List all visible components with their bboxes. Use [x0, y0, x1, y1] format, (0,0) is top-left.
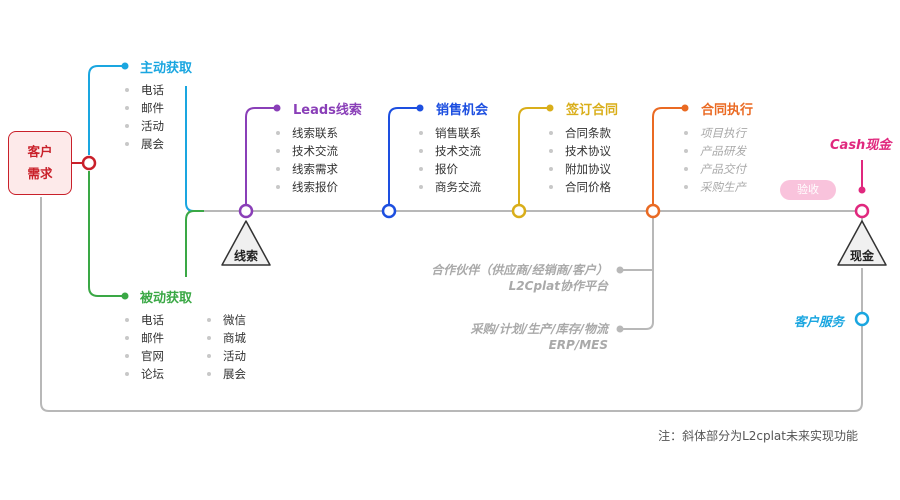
execution-stage-title: 合同执行	[701, 103, 754, 118]
list-item: 邮件	[125, 329, 164, 347]
opportunity-branch-line	[388, 107, 420, 204]
cash-node	[854, 203, 870, 219]
list-item: 附加协议	[549, 160, 611, 178]
execution-support-line	[620, 218, 654, 330]
service-node	[854, 311, 870, 327]
list-item: 产品研发	[684, 142, 746, 160]
list-item: 活动	[207, 347, 246, 365]
leads-stage-title: Leads线索	[293, 103, 362, 118]
list-item: 微信	[207, 311, 246, 329]
customer-label-line1: 客户	[27, 144, 53, 159]
cash-dot	[858, 186, 866, 194]
leads-items-list: 线索联系 技术交流 线索需求 线索报价	[276, 124, 338, 196]
partner-label: 合作伙伴（供应商/经销商/客户）	[431, 263, 608, 277]
customer-node	[81, 155, 97, 171]
erp-label: 采购/计划/生产/库存/物流	[470, 322, 608, 336]
cash-stage-title: Cash现金	[830, 138, 892, 153]
footnote: 注：斜体部分为L2cplat未来实现功能	[658, 429, 858, 443]
execution-items-list: 项目执行 产品研发 产品交付 采购生产	[684, 124, 746, 196]
leads-branch-line	[245, 107, 277, 204]
list-item: 线索报价	[276, 178, 338, 196]
contract-items-list: 合同条款 技术协议 附加协议 合同价格	[549, 124, 611, 196]
list-item: 活动	[125, 117, 164, 135]
acceptance-badge: 验收	[780, 180, 836, 200]
passive-branch-line	[88, 171, 125, 297]
active-to-main-line	[185, 86, 204, 212]
list-item: 商务交流	[419, 178, 481, 196]
opportunity-dot	[416, 104, 424, 112]
list-item: 线索联系	[276, 124, 338, 142]
list-item: 商城	[207, 329, 246, 347]
list-item: 展会	[125, 135, 164, 153]
list-item: 项目执行	[684, 124, 746, 142]
list-item: 电话	[125, 81, 164, 99]
passive-acquisition-title: 被动获取	[140, 291, 193, 306]
list-item: 技术交流	[276, 142, 338, 160]
customer-label-line2: 需求	[27, 166, 53, 181]
active-dot	[121, 62, 129, 70]
list-item: 官网	[125, 347, 164, 365]
contract-stage-title: 签订合同	[566, 103, 619, 118]
list-item: 产品交付	[684, 160, 746, 178]
list-item: 报价	[419, 160, 481, 178]
leads-milestone-label: 线索	[233, 249, 258, 263]
erp-dot	[616, 325, 624, 333]
partner-platform-text: 合作伙伴（供应商/经销商/客户） L2Cplat协作平台	[431, 262, 608, 294]
opportunity-items-list: 销售联系 技术交流 报价 商务交流	[419, 124, 481, 196]
partner-platform-label: L2Cplat协作平台	[508, 279, 608, 293]
leads-dot	[273, 104, 281, 112]
opportunity-node	[381, 203, 397, 219]
contract-dot	[546, 104, 554, 112]
erp-system-label: ERP/MES	[548, 338, 608, 352]
list-item: 论坛	[125, 365, 164, 383]
passive-dot	[121, 292, 129, 300]
erp-text: 采购/计划/生产/库存/物流 ERP/MES	[470, 321, 608, 353]
cash-milestone-label: 现金	[849, 249, 874, 263]
list-item: 采购生产	[684, 178, 746, 196]
opportunity-stage-title: 销售机会	[436, 103, 489, 118]
active-items-list: 电话 邮件 活动 展会	[125, 81, 164, 153]
partner-dot	[616, 266, 624, 274]
leads-milestone-triangle	[221, 220, 271, 266]
execution-dot	[681, 104, 689, 112]
customer-service-label: 客户服务	[793, 314, 844, 329]
list-item: 线索需求	[276, 160, 338, 178]
contract-node	[511, 203, 527, 219]
contract-branch-line	[518, 107, 550, 204]
active-acquisition-title: 主动获取	[140, 61, 193, 76]
leads-node	[238, 203, 254, 219]
list-item: 电话	[125, 311, 164, 329]
list-item: 技术协议	[549, 142, 611, 160]
execution-node	[645, 203, 661, 219]
list-item: 合同条款	[549, 124, 611, 142]
cash-milestone-triangle	[837, 220, 887, 266]
list-item: 销售联系	[419, 124, 481, 142]
service-loop-line	[40, 197, 863, 412]
passive-items-col2: 微信 商城 活动 展会	[207, 311, 246, 383]
passive-to-main-line	[185, 210, 204, 277]
list-item: 展会	[207, 365, 246, 383]
active-branch-line	[88, 65, 125, 155]
customer-demand-box: 客户 需求	[8, 131, 72, 195]
list-item: 合同价格	[549, 178, 611, 196]
passive-items-col1: 电话 邮件 官网 论坛	[125, 311, 164, 383]
list-item: 邮件	[125, 99, 164, 117]
execution-branch-line	[652, 107, 685, 204]
list-item: 技术交流	[419, 142, 481, 160]
